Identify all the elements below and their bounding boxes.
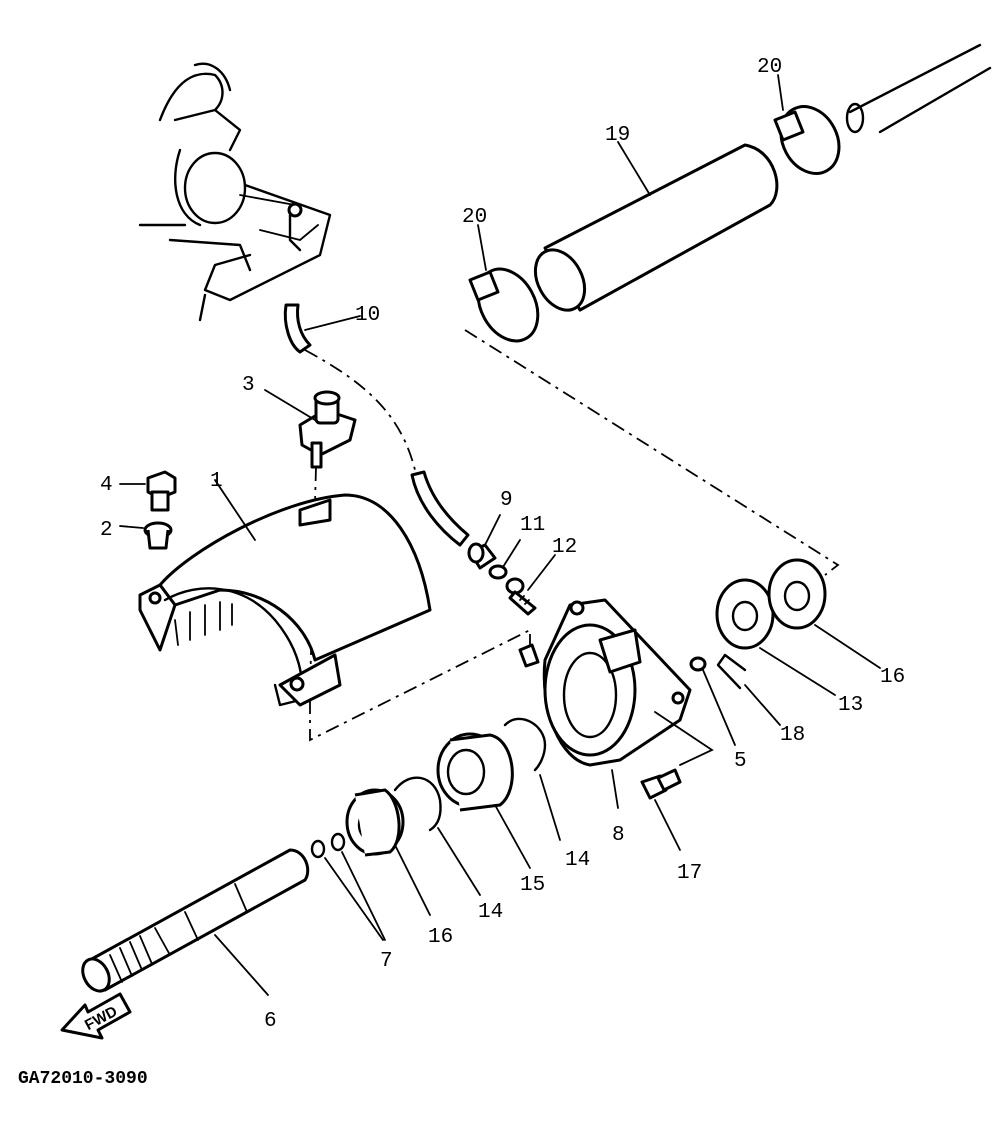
collar-part-2 [119,521,173,550]
cover-part-1 [138,479,531,742]
callout-7: 7 [380,950,393,973]
hose-part-10 [283,303,470,547]
callout-16-lower: 16 [428,926,453,949]
callout-20-lower: 20 [462,206,487,229]
callout-6: 6 [264,1010,277,1033]
callout-2: 2 [100,519,113,542]
callout-14-right: 14 [565,849,590,872]
bolt-part-4 [119,470,177,512]
callout-3: 3 [242,374,255,397]
callout-18: 18 [780,724,805,747]
seal-part-16-upper [767,558,881,669]
callout-14-left: 14 [478,901,503,924]
shaft-upper [845,43,992,134]
callout-4: 4 [100,474,113,497]
callout-13: 13 [838,694,863,717]
washer-part-11 [488,539,521,580]
callout-12: 12 [552,536,577,559]
callout-16-upper: 16 [880,666,905,689]
bolt-part-17 [640,768,682,851]
clip-part-18 [716,653,781,726]
callout-20-upper: 20 [757,56,782,79]
callout-11: 11 [520,514,545,537]
clamp-part-20-lower [468,224,540,343]
circlip-part-14-right [503,717,561,841]
o-rings-part-7 [310,832,386,941]
screw-part-12 [505,554,556,616]
callout-1: 1 [210,470,223,493]
clamp-part-20-upper [773,74,841,175]
callout-9: 9 [500,489,513,512]
callout-19: 19 [605,124,630,147]
engine-housing-fragment [138,62,332,322]
callout-10: 10 [355,304,380,327]
bearing-part-15 [436,732,531,869]
circlip-part-14-left [393,776,481,896]
callout-5: 5 [734,750,747,773]
shaft-part-6 [81,848,310,996]
fitting-part-3 [264,389,357,691]
callout-15: 15 [520,874,545,897]
pin-part-5 [689,656,736,746]
callout-8: 8 [612,824,625,847]
housing-part-8 [518,598,714,809]
drawing-code: GA72010-3090 [18,1069,148,1089]
forward-direction-arrow: FWD [60,992,132,1040]
nipple-part-9 [467,514,501,570]
pipe-part-19 [533,141,779,312]
seal-part-16-lower [345,788,431,916]
callout-17: 17 [677,862,702,885]
